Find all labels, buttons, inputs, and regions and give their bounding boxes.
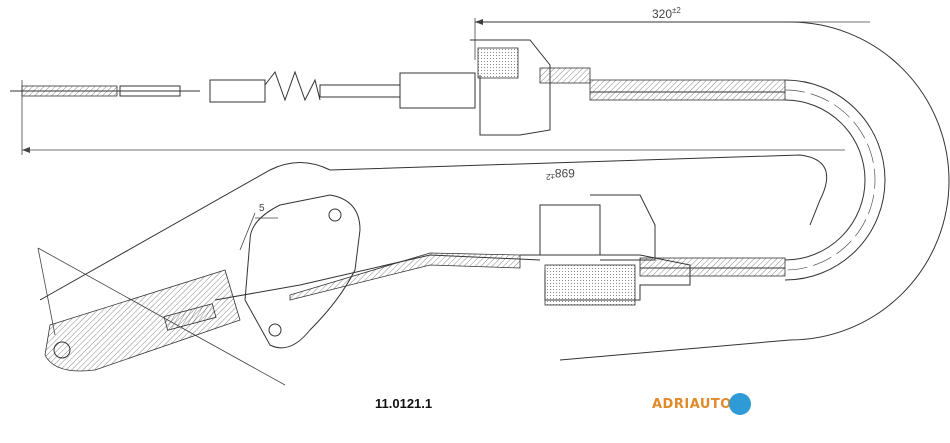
offset-label: 5 — [259, 203, 265, 214]
lower-adjuster — [520, 194, 691, 306]
dimension-698-label: 698±2 — [546, 166, 575, 181]
dimension-320 — [474, 18, 870, 60]
clevis-end — [39, 154, 828, 372]
logo-icon — [728, 393, 751, 415]
lower-cable-sheath — [639, 257, 786, 277]
overall-tolerance: ±2 — [546, 172, 555, 181]
upper-cable-sheath — [475, 21, 950, 361]
brand-logo: ADRIAUTO — [652, 393, 751, 415]
logo-text: ADRIAUTO — [652, 396, 732, 412]
pedal-bracket — [244, 194, 361, 349]
inner-cable — [214, 252, 541, 301]
part-number: 11.0121.1 — [375, 396, 433, 411]
dimension-offset-5 — [239, 212, 278, 251]
overall-length-value: 698 — [554, 166, 575, 180]
threaded-end — [10, 85, 200, 97]
dimension-320-label: 320±2 — [652, 6, 681, 21]
rubber-boot — [209, 70, 401, 103]
upper-tolerance: ±2 — [672, 6, 681, 15]
upper-length-value: 320 — [652, 7, 673, 21]
upper-adjuster — [399, 39, 591, 136]
